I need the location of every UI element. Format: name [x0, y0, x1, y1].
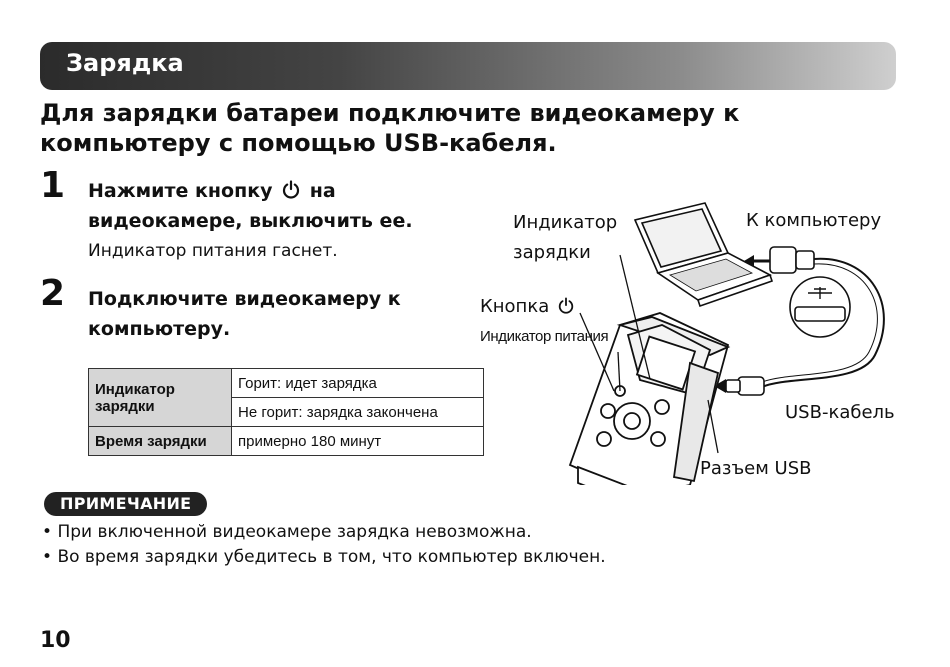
step-1-text: Нажмите кнопку на видеокамере, выключить…	[88, 176, 413, 236]
table-row: Время зарядки примерно 180 минут	[88, 426, 484, 456]
page-number: 10	[40, 628, 71, 653]
list-item: При включенной видеокамере зарядка невоз…	[42, 520, 606, 545]
page-subtitle: Для зарядки батареи подключите видеокаме…	[40, 98, 900, 158]
label-to-computer: К компьютеру	[746, 210, 882, 231]
usb-symbol-icon	[789, 276, 851, 338]
arrow-to-camera-icon	[714, 379, 726, 393]
label-charge-indicator-line2: зарядки	[513, 242, 591, 263]
callout-leader-lines	[579, 254, 719, 454]
step-1-note: Индикатор питания гаснет.	[88, 241, 338, 261]
usb-plug-camera	[725, 376, 765, 396]
note-badge: ПРИМЕЧАНИЕ	[44, 492, 208, 516]
step-2-line1: Подключите видеокамеру к	[88, 288, 401, 310]
connection-illustration	[568, 202, 885, 485]
step-1-line1-before: Нажмите кнопку	[88, 180, 273, 202]
label-charge-indicator: Индикатор зарядки	[513, 208, 617, 268]
usb-cable-line	[761, 257, 885, 388]
camcorder-drawing	[568, 312, 731, 485]
step-2-number: 2	[40, 273, 66, 314]
power-icon	[283, 180, 300, 199]
list-item: Во время зарядки убедитесь в том, что ко…	[42, 545, 605, 570]
table-key-charge-time: Время зарядки	[88, 426, 232, 456]
label-power-button: Кнопка	[480, 292, 577, 322]
table-row: Не горит: зарядка закончена	[89, 397, 484, 427]
laptop-drawing	[633, 202, 774, 308]
table-value-charge-time: примерно 180 минут	[231, 426, 484, 456]
charging-table: Индикатор зарядки Горит: идет зарядка Не…	[88, 368, 484, 456]
usb-plug-computer	[769, 246, 815, 274]
subtitle-line-2: компьютеру с помощью USB-кабеля.	[40, 129, 557, 157]
section-header: Зарядка	[40, 42, 896, 90]
label-charge-indicator-line1: Индикатор	[513, 212, 618, 233]
label-usb-port: Разъем USB	[700, 458, 812, 479]
subtitle-line-1: Для зарядки батареи подключите видеокаме…	[40, 99, 740, 127]
note-list: При включенной видеокамере зарядка невоз…	[42, 520, 606, 570]
table-value-charging: Горит: идет зарядка	[231, 368, 484, 398]
step-2-text: Подключите видеокамеру к компьютеру.	[88, 284, 401, 344]
table-value-charged: Не горит: зарядка закончена	[231, 397, 484, 427]
power-icon	[558, 297, 574, 314]
arrow-to-computer-head-icon	[744, 255, 754, 267]
step-1-line2: видеокамере, выключить ее.	[88, 210, 413, 232]
step-1-line1-after: на	[309, 180, 336, 202]
label-power-button-text: Кнопка	[480, 296, 550, 317]
table-row: Индикатор зарядки Горит: идет зарядка	[88, 368, 484, 427]
step-1-number: 1	[40, 165, 66, 206]
label-power-indicator: Индикатор питания	[480, 328, 609, 345]
section-title: Зарядка	[66, 49, 184, 77]
step-2-line2: компьютеру.	[88, 318, 231, 340]
table-key-charge-indicator: Индикатор зарядки	[88, 368, 232, 427]
label-usb-cable: USB-кабель	[785, 402, 895, 423]
